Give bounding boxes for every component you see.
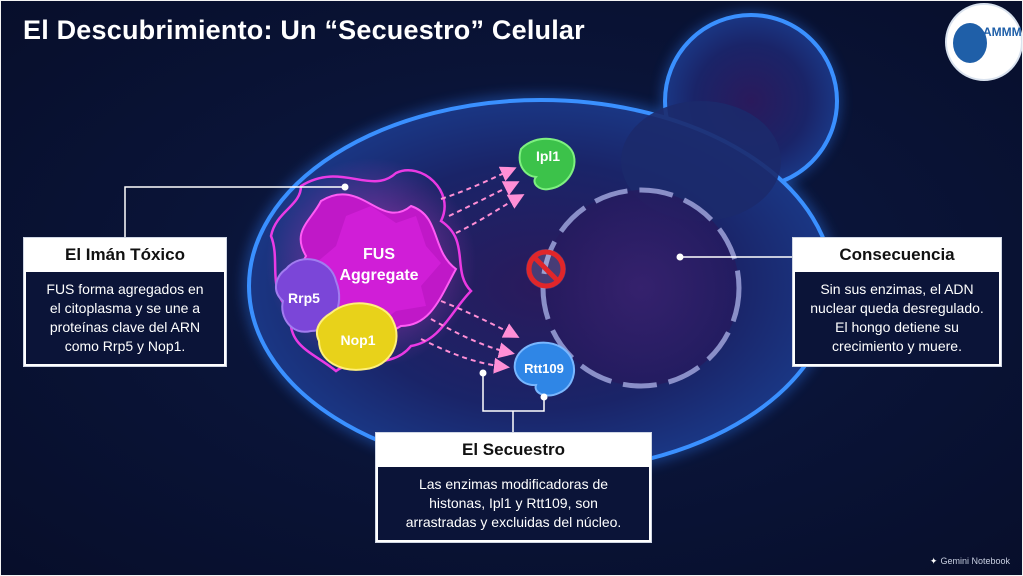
society-emblem-icon: [953, 23, 987, 63]
callout-secuestro-title: El Secuestro: [376, 433, 651, 466]
sparkle-icon: ✦: [929, 556, 938, 566]
logo-badge: AMMM: [945, 3, 1022, 81]
callout-secuestro: El Secuestro Las enzimas modificadoras d…: [375, 432, 652, 543]
arrows-to-ipl1: [440, 166, 525, 234]
protein-label-nop1: Nop1: [341, 332, 376, 348]
callout-iman-text: FUS forma agregados en el citoplasma y s…: [25, 271, 225, 365]
logo-text: AMMM: [983, 25, 1022, 39]
callout-iman-title: El Imán Tóxico: [24, 238, 226, 271]
aggregate-label-fus: FUS: [363, 246, 395, 263]
arrows-to-rtt109: [420, 300, 520, 374]
protein-label-ipl1: Ipl1: [536, 148, 560, 164]
protein-label-rtt109: Rtt109: [524, 361, 564, 376]
callout-iman-toxico: El Imán Tóxico FUS forma agregados en el…: [23, 237, 227, 367]
connector-iman: [124, 186, 345, 237]
slide-title: El Descubrimiento: Un “Secuestro” Celula…: [23, 15, 585, 45]
no-entry-icon: [526, 249, 566, 289]
aggregate-label-aggregate: Aggregate: [339, 267, 418, 284]
footer-text: Gemini Notebook: [940, 556, 1010, 566]
footer-mark: ✦Gemini Notebook: [930, 556, 1010, 567]
callout-consecuencia: Consecuencia Sin sus enzimas, el ADN nuc…: [792, 237, 1002, 367]
callout-secuestro-text: Las enzimas modificadoras de histonas, I…: [377, 466, 650, 541]
connector-lines: [124, 183, 792, 432]
protein-ipl1: Ipl1: [518, 137, 576, 191]
protein-nop1: Nop1: [315, 302, 398, 371]
protein-label-rrp5: Rrp5: [288, 290, 320, 306]
callout-consecuencia-title: Consecuencia: [793, 238, 1001, 271]
protein-rrp5: Rrp5: [275, 258, 341, 333]
nucleus: [540, 187, 742, 389]
protein-rtt109: Rtt109: [513, 341, 575, 397]
callout-consecuencia-text: Sin sus enzimas, el ADN nuclear queda de…: [794, 271, 1000, 365]
